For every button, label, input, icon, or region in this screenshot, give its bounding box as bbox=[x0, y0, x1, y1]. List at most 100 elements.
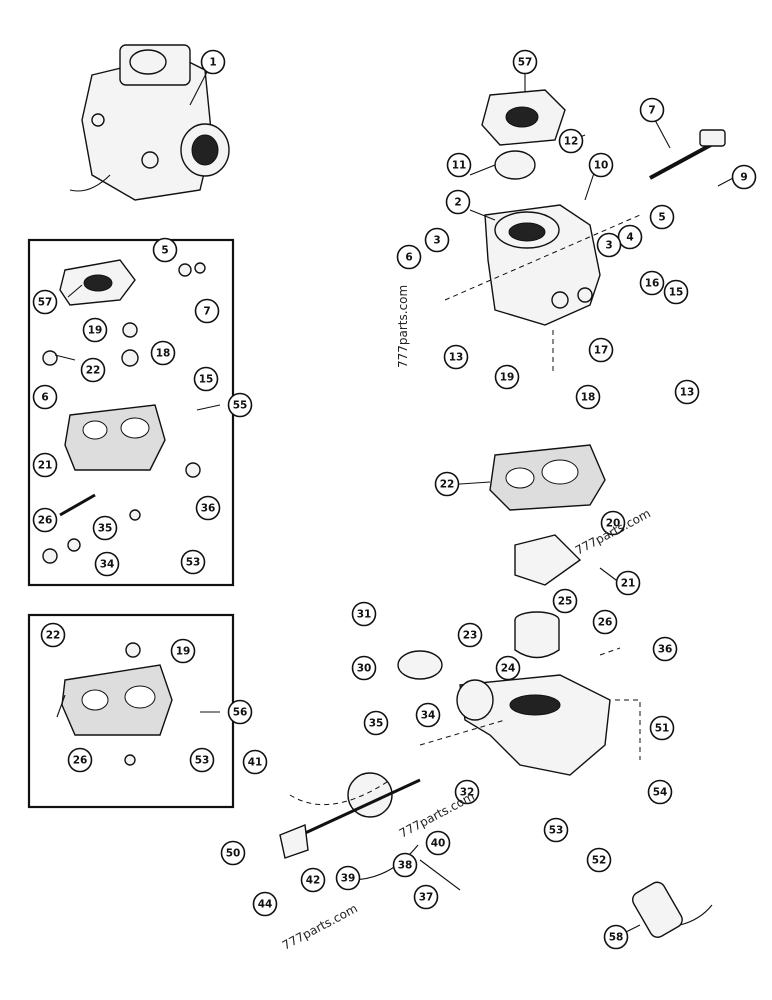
part-callout: 21 bbox=[615, 570, 641, 596]
callout-number: 57 bbox=[38, 297, 53, 309]
callout-number: 9 bbox=[740, 172, 747, 184]
part-callout: 37 bbox=[413, 884, 439, 910]
callout-circle bbox=[40, 622, 66, 648]
part-callout: 58 bbox=[603, 924, 629, 950]
callout-circle bbox=[674, 379, 700, 405]
callout-number: 36 bbox=[658, 644, 673, 656]
callout-number: 52 bbox=[592, 855, 607, 867]
solenoid-58-drawing bbox=[632, 881, 713, 938]
part-callout: 18 bbox=[575, 384, 601, 410]
part-callout: 38 bbox=[392, 852, 418, 878]
callout-circle bbox=[252, 891, 278, 917]
part-callout: 57 bbox=[32, 289, 58, 315]
callout-circle bbox=[363, 710, 389, 736]
callout-circle bbox=[617, 224, 643, 250]
part-callout: 23 bbox=[457, 622, 483, 648]
callout-circle bbox=[415, 702, 441, 728]
part-callout: 56 bbox=[227, 699, 253, 725]
part-callout: 20 bbox=[600, 510, 626, 536]
part-callout: 4 bbox=[617, 224, 643, 250]
part-callout: 42 bbox=[300, 867, 326, 893]
part-callout: 53 bbox=[189, 747, 215, 773]
callout-number: 30 bbox=[357, 663, 372, 675]
part-callout: 2 bbox=[445, 189, 471, 215]
kit-55-parts-drawing bbox=[42, 259, 206, 564]
callout-number: 41 bbox=[248, 757, 263, 769]
callout-number: 6 bbox=[41, 392, 48, 404]
callout-circle bbox=[445, 189, 471, 215]
callout-circle bbox=[413, 884, 439, 910]
part-callout: 35 bbox=[92, 515, 118, 541]
throttle-lever-drawing bbox=[279, 772, 421, 859]
callout-circle bbox=[543, 817, 569, 843]
callout-circle bbox=[32, 384, 58, 410]
callout-circle bbox=[193, 366, 219, 392]
callout-number: 22 bbox=[46, 630, 61, 642]
callout-number: 36 bbox=[201, 503, 216, 515]
part-callout: 32 bbox=[454, 779, 480, 805]
callout-circle bbox=[446, 152, 472, 178]
callout-circle bbox=[649, 204, 675, 230]
callout-circle bbox=[434, 471, 460, 497]
part-callout: 22 bbox=[434, 471, 460, 497]
callout-circle bbox=[227, 392, 253, 418]
callout-number: 21 bbox=[621, 578, 636, 590]
part-callout: 3 bbox=[596, 232, 622, 258]
callout-number: 31 bbox=[357, 609, 372, 621]
part-callout: 24 bbox=[495, 655, 521, 681]
callout-circle bbox=[227, 699, 253, 725]
callout-number: 35 bbox=[369, 718, 384, 730]
part-callout: 19 bbox=[170, 638, 196, 664]
callout-circle bbox=[242, 749, 268, 775]
callout-circle bbox=[189, 747, 215, 773]
callout-circle bbox=[170, 638, 196, 664]
callout-number: 10 bbox=[594, 160, 609, 172]
part-callout: 40 bbox=[425, 830, 451, 856]
callout-number: 5 bbox=[658, 212, 665, 224]
callout-circle bbox=[396, 244, 422, 270]
callout-circle bbox=[558, 128, 584, 154]
part-callout: 11 bbox=[446, 152, 472, 178]
callout-circle bbox=[220, 840, 246, 866]
callout-number: 42 bbox=[306, 875, 321, 887]
callout-number: 1 bbox=[209, 57, 216, 69]
part-callout: 19 bbox=[494, 364, 520, 390]
part-callout: 17 bbox=[588, 337, 614, 363]
part-callout: 18 bbox=[150, 340, 176, 366]
callout-number: 35 bbox=[98, 523, 113, 535]
callout-circle bbox=[495, 655, 521, 681]
callout-circle bbox=[457, 622, 483, 648]
callout-circle bbox=[652, 636, 678, 662]
part-callout: 21 bbox=[32, 452, 58, 478]
callout-circle bbox=[603, 924, 629, 950]
callout-number: 44 bbox=[258, 899, 273, 911]
part-callout: 19 bbox=[82, 317, 108, 343]
callout-number: 38 bbox=[398, 860, 413, 872]
callout-number: 17 bbox=[594, 345, 609, 357]
callout-number: 5 bbox=[161, 245, 168, 257]
gasket-22-drawing bbox=[489, 444, 606, 511]
callout-circle bbox=[649, 715, 675, 741]
part-callout: 6 bbox=[396, 244, 422, 270]
callout-number: 25 bbox=[558, 596, 573, 608]
callout-number: 26 bbox=[38, 515, 53, 527]
callout-circle bbox=[351, 655, 377, 681]
callout-number: 13 bbox=[680, 387, 695, 399]
callout-circle bbox=[32, 507, 58, 533]
callout-number: 7 bbox=[648, 105, 655, 117]
callout-circle bbox=[194, 298, 220, 324]
callout-circle bbox=[195, 495, 221, 521]
part-callout: 15 bbox=[193, 366, 219, 392]
part-callout: 50 bbox=[220, 840, 246, 866]
part-callout: 26 bbox=[592, 609, 618, 635]
callout-circle bbox=[424, 227, 450, 253]
callout-number: 22 bbox=[440, 479, 455, 491]
carburetor-lower-body-drawing bbox=[456, 674, 611, 776]
callout-number: 26 bbox=[73, 755, 88, 767]
part-callout: 34 bbox=[415, 702, 441, 728]
callout-number: 15 bbox=[669, 287, 684, 299]
part-callout: 13 bbox=[674, 379, 700, 405]
part-callout: 36 bbox=[652, 636, 678, 662]
part-callout: 7 bbox=[639, 97, 665, 123]
part-callout: 36 bbox=[195, 495, 221, 521]
